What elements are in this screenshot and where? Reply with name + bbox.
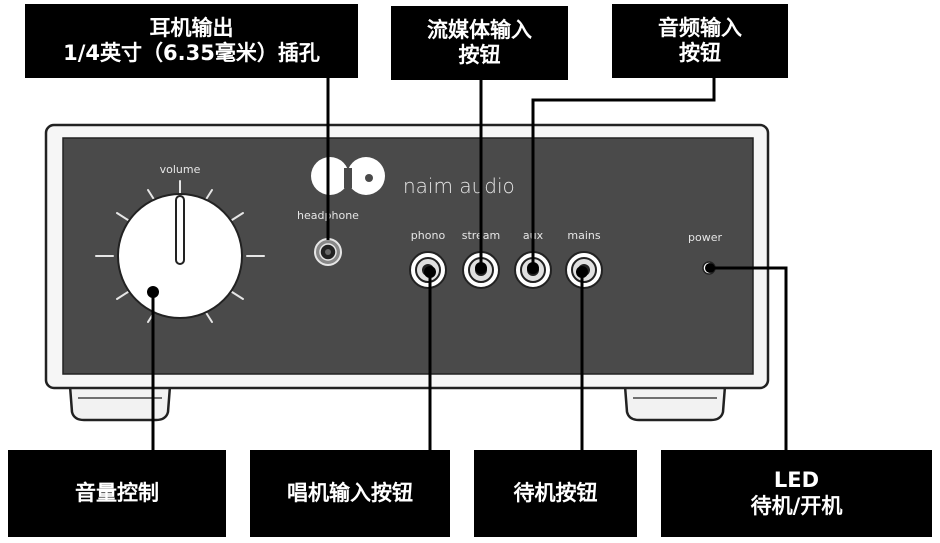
device-feet <box>68 384 727 422</box>
callout-stream-line2: 按钮 <box>458 43 501 67</box>
callout-volume-line1: 音量控制 <box>75 480 159 505</box>
callout-headphone-output: 耳机输出 1/4英寸（6.35毫米）插孔 <box>25 4 358 78</box>
callout-aux-line1: 音频输入 <box>658 15 742 40</box>
callout-aux-button: 音频输入 按钮 <box>612 4 788 78</box>
phono-label: phono <box>411 229 446 242</box>
callout-phono-button: 唱机输入按钮 <box>250 450 450 537</box>
leader-dots <box>147 262 715 298</box>
callout-headphone-line1: 耳机输出 <box>149 15 234 40</box>
callout-phono-line1: 唱机输入按钮 <box>287 480 413 505</box>
leader-aux <box>531 78 716 266</box>
naim-logo <box>311 157 385 195</box>
volume-knob: volume <box>95 163 265 323</box>
volume-label: volume <box>160 163 201 176</box>
callout-stream-button: 流媒体输入 按钮 <box>391 6 568 80</box>
brand-name: naim audio <box>403 174 515 198</box>
callout-led: LED 待机/开机 <box>661 450 932 537</box>
power-label: power <box>688 231 722 244</box>
mains-label: mains <box>567 229 600 242</box>
callout-standby-button: 待机按钮 <box>474 450 637 537</box>
callout-led-line2: 待机/开机 <box>750 493 843 518</box>
callout-volume-control: 音量控制 <box>8 450 226 537</box>
headphone-jack <box>314 238 342 266</box>
leader-lines <box>151 78 788 452</box>
leader-led <box>712 266 788 452</box>
left-foot <box>68 384 172 422</box>
volume-knob-indicator <box>175 195 185 265</box>
callout-standby-line1: 待机按钮 <box>513 480 598 505</box>
right-foot <box>623 384 727 422</box>
callout-headphone-line2: 1/4英寸（6.35毫米）插孔 <box>63 41 320 65</box>
callout-aux-line2: 按钮 <box>679 41 721 65</box>
callout-led-line1: LED <box>773 468 820 493</box>
callout-stream-line1: 流媒体输入 <box>427 17 532 42</box>
